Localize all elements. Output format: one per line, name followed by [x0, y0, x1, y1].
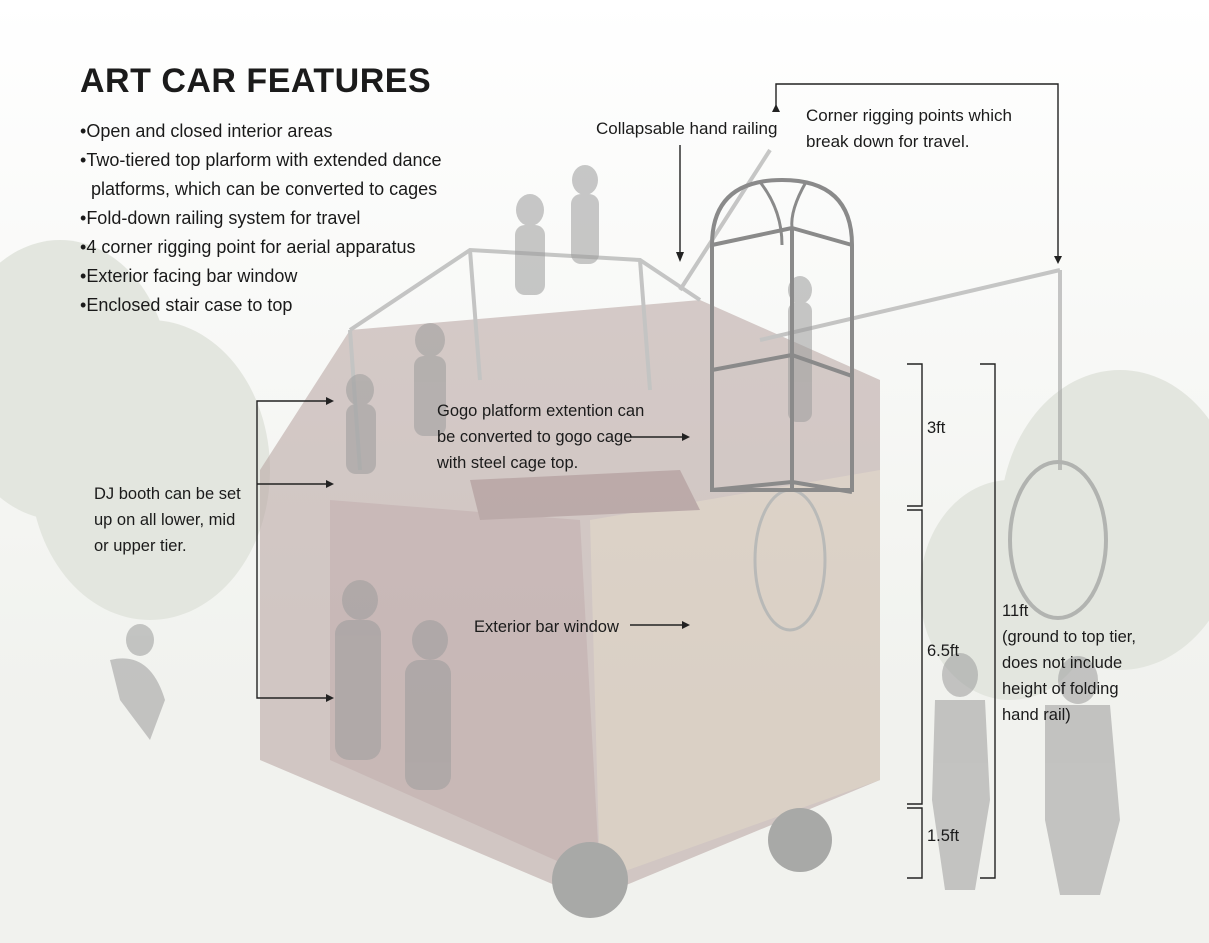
people-silhouettes	[110, 165, 1120, 895]
callout-lines	[256, 83, 1059, 879]
label-gogo-platform: Gogo platform extention can be converted…	[437, 402, 645, 472]
dimension-mid-tier: 6.5ft	[927, 642, 960, 660]
feature-item: Fold-down railing system for travel	[80, 204, 500, 233]
gogo-cage-outline	[710, 177, 854, 494]
page-title: ART CAR FEATURES	[80, 62, 432, 100]
label-exterior-bar-window: Exterior bar window	[474, 618, 619, 636]
feature-item: Enclosed stair case to top	[80, 291, 500, 320]
dimension-lower-tier: 1.5ft	[927, 827, 960, 845]
label-collapsable-hand-railing: Collapsable hand railing	[596, 119, 778, 138]
dimension-top-tier: 3ft	[927, 419, 946, 437]
label-dj-booth: DJ booth can be set up on all lower, mid…	[94, 485, 241, 555]
feature-item: Exterior facing bar window	[80, 262, 500, 291]
feature-item: 4 corner rigging point for aerial appara…	[80, 233, 500, 262]
feature-list: Open and closed interior areas Two-tiere…	[80, 117, 500, 320]
label-corner-rigging-points: Corner rigging points which break down f…	[806, 106, 1012, 151]
arrow-heads	[326, 104, 1062, 702]
feature-item: Open and closed interior areas	[80, 117, 500, 146]
feature-item: Two-tiered top plarform with extended da…	[80, 146, 500, 204]
dimension-total-height: 11ft (ground to top tier, does not inclu…	[1002, 602, 1136, 724]
